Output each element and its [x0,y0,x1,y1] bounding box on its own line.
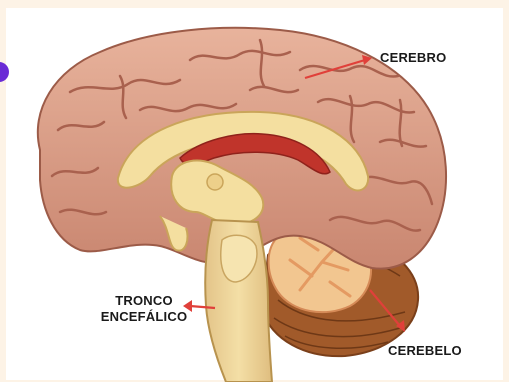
brain-stem [205,220,272,382]
label-tronco-encefalico: TRONCO ENCEFÁLICO [96,293,192,325]
label-cerebro: CEREBRO [380,50,446,66]
label-cerebelo: CEREBELO [388,343,462,359]
label-tronco-line1: TRONCO [96,293,192,309]
label-tronco-line2: ENCEFÁLICO [96,309,192,325]
